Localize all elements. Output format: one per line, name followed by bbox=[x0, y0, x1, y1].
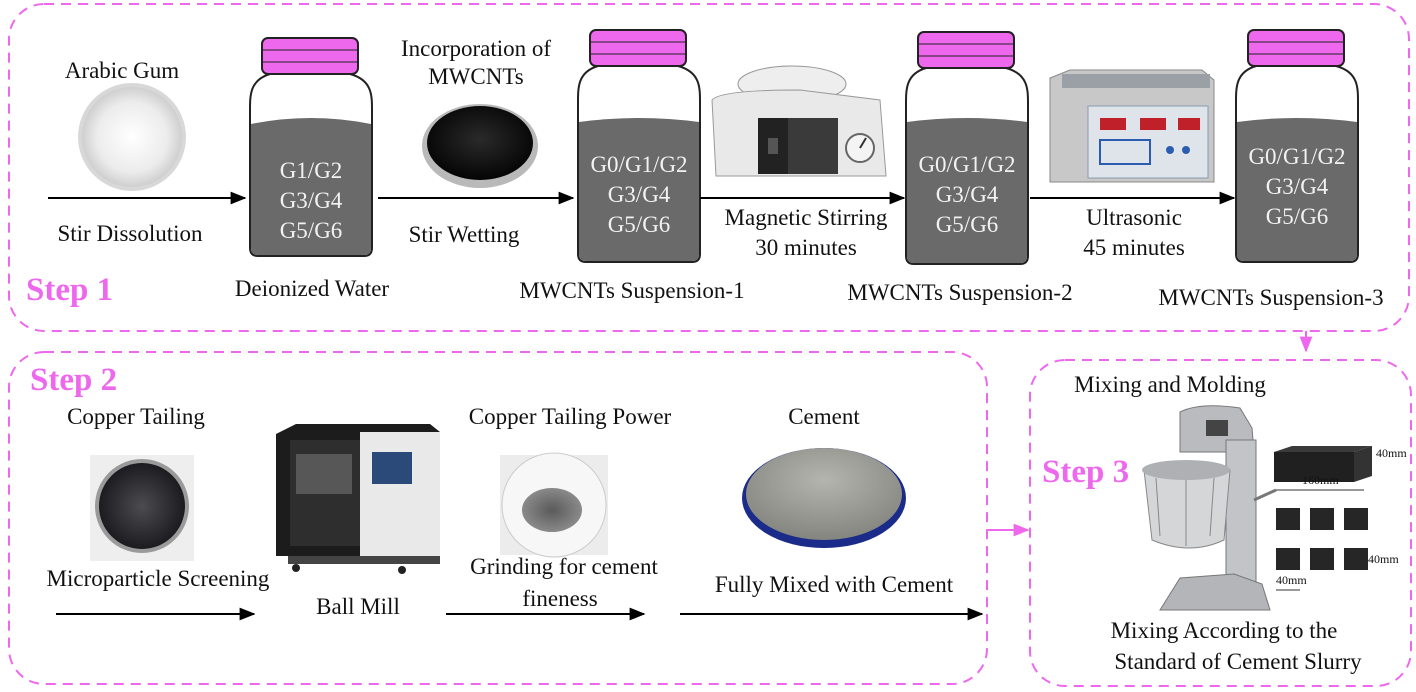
magnetic-line1: Magnetic Stirring bbox=[725, 205, 888, 230]
mixing-molding-label: Mixing and Molding bbox=[1074, 372, 1266, 397]
jar-suspension-1: G0/G1/G2 G3/G4 G5/G6 bbox=[577, 29, 701, 263]
step2-box bbox=[8, 351, 988, 685]
suspension2-label: MWCNTs Suspension-2 bbox=[847, 280, 1072, 305]
jar3-line3: G5/G6 bbox=[936, 212, 999, 237]
cube-specimens bbox=[1276, 508, 1368, 570]
stir-wetting-label: Stir Wetting bbox=[409, 222, 520, 247]
mixer-image bbox=[1142, 405, 1277, 611]
mixing-line1: Mixing According to the bbox=[1111, 618, 1338, 643]
jar2-line1: G0/G1/G2 bbox=[590, 152, 687, 177]
ultrasonic-cleaner-image bbox=[1049, 69, 1215, 183]
magnetic-line2: 30 minutes bbox=[755, 235, 857, 260]
mwcnts-dish-image bbox=[422, 104, 538, 188]
copper-tailing-image bbox=[90, 455, 194, 561]
stir-dissolution-label: Stir Dissolution bbox=[57, 221, 203, 246]
ultrasonic-line2: 45 minutes bbox=[1083, 235, 1185, 260]
cement-label: Cement bbox=[788, 404, 860, 429]
step1-box bbox=[8, 3, 1410, 332]
ultrasonic-line1: Ultrasonic bbox=[1086, 205, 1182, 230]
jar1-line3: G5/G6 bbox=[280, 218, 343, 243]
prism-mold-specimen bbox=[1274, 446, 1372, 482]
copper-tailing-label: Copper Tailing bbox=[67, 404, 205, 429]
step3-label: Step 3 bbox=[1042, 454, 1129, 490]
jar4-line2: G3/G4 bbox=[1266, 174, 1329, 199]
step1-label: Step 1 bbox=[26, 272, 113, 308]
incorporation-line1: Incorporation of bbox=[401, 36, 551, 61]
jar1-line2: G3/G4 bbox=[280, 188, 343, 213]
jar3-line1: G0/G1/G2 bbox=[918, 152, 1015, 177]
step2-label: Step 2 bbox=[30, 362, 117, 398]
jar4-line3: G5/G6 bbox=[1266, 204, 1329, 229]
mixing-line2: Standard of Cement Slurry bbox=[1114, 649, 1362, 674]
incorporation-line2: MWCNTs bbox=[428, 64, 524, 89]
step3-box bbox=[1029, 359, 1412, 687]
microparticle-screening-label: Microparticle Screening bbox=[47, 566, 270, 591]
jar2-line3: G5/G6 bbox=[608, 212, 671, 237]
ball-mill-label: Ball Mill bbox=[316, 594, 400, 619]
ball-mill-image bbox=[276, 424, 440, 574]
copper-tailing-powder-image bbox=[500, 452, 608, 558]
jar4-line1: G0/G1/G2 bbox=[1248, 144, 1345, 169]
jar2-line2: G3/G4 bbox=[608, 182, 671, 207]
jar-suspension-2: G0/G1/G2 G3/G4 G5/G6 bbox=[905, 31, 1029, 265]
jar-deionized-water: G1/G2 G3/G4 G5/G6 bbox=[249, 37, 373, 257]
arabic-gum-image bbox=[78, 83, 186, 191]
jar3-line2: G3/G4 bbox=[936, 182, 999, 207]
copper-tailing-power-label: Copper Tailing Power bbox=[469, 404, 672, 429]
magnetic-stirrer-image bbox=[711, 65, 887, 177]
grinding-line1: Grinding for cement bbox=[470, 554, 658, 579]
jar1-line1: G1/G2 bbox=[280, 158, 343, 183]
suspension3-label: MWCNTs Suspension-3 bbox=[1158, 285, 1383, 310]
dim-40mm-top: 40mm bbox=[1376, 446, 1407, 460]
fully-mixed-label: Fully Mixed with Cement bbox=[715, 572, 954, 597]
jar-suspension-3: G0/G1/G2 G3/G4 G5/G6 bbox=[1235, 29, 1359, 263]
suspension1-label: MWCNTs Suspension-1 bbox=[519, 278, 744, 303]
arabic-gum-label: Arabic Gum bbox=[65, 58, 179, 83]
dim-40mm-right: 40mm bbox=[1368, 552, 1399, 566]
dim-40mm-bottom: 40mm bbox=[1276, 573, 1307, 587]
dim-160mm: 160mm bbox=[1302, 473, 1339, 487]
deionized-water-label: Deionized Water bbox=[235, 276, 390, 301]
cement-image bbox=[742, 448, 906, 548]
grinding-line2: fineness bbox=[522, 586, 597, 611]
